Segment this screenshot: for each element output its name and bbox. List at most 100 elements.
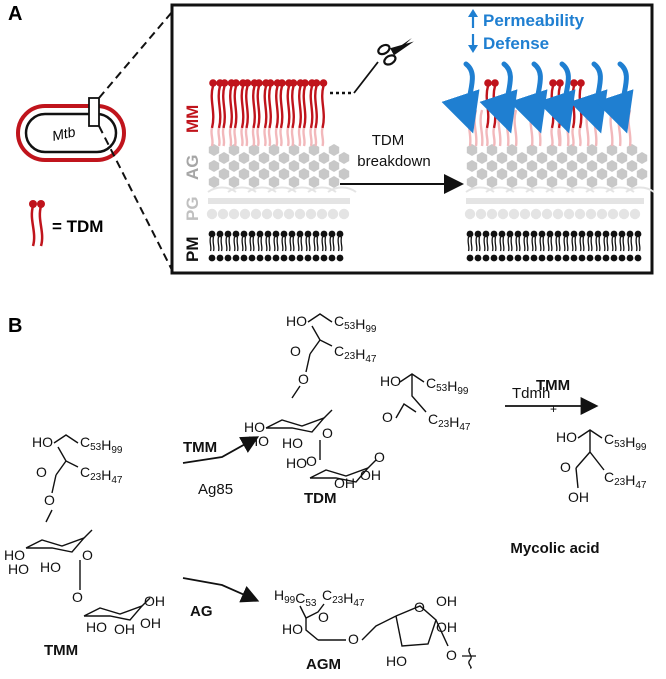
lipid-head: [224, 230, 232, 238]
permeability-label: Permeability: [483, 11, 585, 30]
c23-formula: C23H47: [80, 464, 123, 486]
lipid-tail: [313, 236, 319, 252]
mycolate-chain-lower: [313, 127, 325, 147]
lipid-head: [570, 230, 578, 238]
plus-sign: +: [550, 402, 557, 416]
lipid-head: [610, 230, 618, 238]
blue-flux-arrows: [441, 61, 634, 134]
lipid-head: [498, 230, 506, 238]
pg-unit: [541, 208, 553, 220]
pm-bilayer-left: [208, 230, 344, 262]
bond: [83, 529, 93, 539]
lipid-tail: [281, 236, 287, 252]
envelope-before: [206, 79, 357, 262]
lipid-head: [530, 230, 538, 238]
tdm-head: [209, 79, 217, 87]
mycolate-chain: [314, 85, 318, 129]
lipid-head: [506, 254, 514, 262]
hydroxyl-label: HO: [556, 429, 577, 445]
zoom-line-top: [98, 11, 173, 99]
oxygen-label: O: [72, 589, 83, 605]
lipid-head: [232, 230, 240, 238]
c23-formula: C23H47: [322, 587, 365, 609]
lipid-tail: [547, 236, 553, 252]
lipid-head: [586, 230, 594, 238]
pg-unit: [316, 208, 328, 220]
mycolate-chain: [222, 85, 226, 129]
lipid-tail: [571, 236, 577, 252]
lipid-head: [288, 254, 296, 262]
bond: [395, 403, 417, 419]
lipid-head: [546, 230, 554, 238]
bond: [411, 374, 427, 413]
pg-unit: [530, 208, 542, 220]
lipid-tail: [321, 236, 327, 252]
pg-unit: [607, 208, 619, 220]
bond: [141, 597, 151, 607]
mycolate-chain: [279, 85, 284, 129]
lipid-head: [626, 230, 634, 238]
tdm-head: [266, 79, 275, 87]
zoom-box: [88, 97, 100, 127]
pg-unit: [272, 208, 284, 220]
ag-link: [207, 186, 237, 193]
tdm-head: [289, 79, 298, 87]
lipid-head: [264, 254, 272, 262]
c53-formula: C53H99: [426, 375, 469, 397]
c53-formula: H99C53: [274, 587, 317, 609]
polymer-attachment: [462, 647, 476, 669]
lipid-head: [522, 254, 530, 262]
oxygen-label: O: [446, 647, 457, 663]
pg-unit: [508, 208, 520, 220]
oxygen-label: O: [44, 492, 55, 508]
lipid-tail: [297, 236, 303, 252]
hydroxyl-label: OH: [140, 615, 161, 631]
lipid-head: [602, 254, 610, 262]
pg-unit: [261, 208, 273, 220]
mycolate-chain: [291, 85, 295, 129]
hydroxyl-label: OH: [334, 475, 355, 491]
bond: [589, 430, 605, 471]
lipid-tail: [539, 236, 545, 252]
pg-unit: [228, 208, 240, 220]
oxygen-label: O: [348, 631, 359, 647]
hydroxyl-label: HO: [386, 653, 407, 669]
ag-link: [585, 186, 615, 193]
lipid-tail: [289, 236, 295, 252]
oxygen-label: O: [82, 547, 93, 563]
lipid-head: [610, 254, 618, 262]
lipid-head: [272, 230, 280, 238]
lipid-tail: [523, 236, 529, 252]
lipid-head: [320, 254, 328, 262]
mycolate-chain-lower: [302, 127, 313, 147]
bond: [361, 615, 397, 641]
pg-layer-right: [464, 198, 644, 220]
lipid-head: [618, 230, 626, 238]
lipid-head: [208, 230, 216, 238]
agm-label: AGM: [306, 656, 341, 673]
bond: [305, 618, 319, 641]
zoom-line-bottom: [98, 125, 173, 271]
lipid-head: [208, 254, 216, 262]
lipid-head: [240, 254, 248, 262]
flux-arrow: [537, 61, 576, 134]
hydroxyl-label: HO: [286, 313, 307, 329]
lipid-tail: [257, 236, 263, 252]
bond: [55, 460, 67, 476]
panel-b-letter: B: [8, 315, 22, 337]
mycolate-chain-lower: [290, 127, 302, 147]
lipid-head: [498, 254, 506, 262]
oxygen-label: O: [298, 371, 309, 387]
hydroxyl-label: HO: [4, 547, 25, 563]
bond: [575, 451, 591, 469]
tmm-label: TMM: [44, 642, 78, 659]
pg-unit: [475, 208, 487, 220]
tdm-head: [255, 79, 263, 87]
lipid-tail: [611, 236, 617, 252]
lipid-head: [562, 254, 570, 262]
defense-label: Defense: [483, 34, 549, 53]
hydroxyl-label: HO: [40, 559, 61, 575]
lipid-head: [466, 230, 474, 238]
